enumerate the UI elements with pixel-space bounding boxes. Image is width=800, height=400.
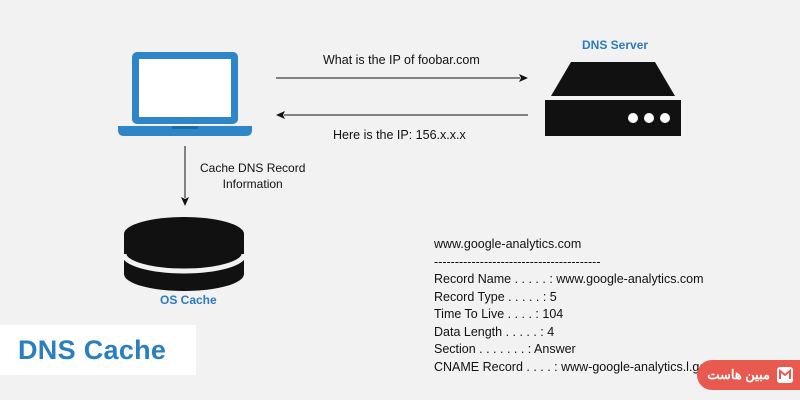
dns-record-block: www.google-analytics.com ---------------…: [434, 236, 757, 376]
database-icon: [122, 217, 246, 291]
brand-badge: مبین هاست: [697, 360, 800, 390]
server-icon: [545, 62, 681, 136]
response-message: Here is the IP: 156.x.x.x: [333, 128, 466, 142]
cache-caption: Cache DNS Record Information: [200, 160, 305, 192]
record-host: www.google-analytics.com: [434, 237, 582, 251]
record-line: Record Type . . . . . : 5: [434, 289, 557, 304]
cache-caption-line1: Cache DNS Record: [200, 161, 306, 175]
arrow-down-icon: [181, 146, 189, 206]
dns-server-label: DNS Server: [582, 38, 649, 52]
brand-text: مبین هاست: [707, 367, 770, 382]
record-line: Data Length . . . . . : 4: [434, 324, 555, 339]
cache-caption-line2: Information: [222, 177, 283, 191]
title-banner: DNS Cache: [0, 325, 196, 375]
os-cache-label: OS Cache: [160, 293, 217, 307]
record-line: Record Name . . . . . : www.google-analy…: [434, 272, 704, 286]
record-separator: ----------------------------------------: [434, 254, 601, 269]
laptop-icon: [118, 52, 252, 136]
record-line: Time To Live . . . . : 104: [434, 307, 564, 321]
request-message: What is the IP of foobar.com: [323, 53, 480, 67]
arrow-right-icon: [276, 74, 528, 82]
record-line: Section . . . . . . . : Answer: [434, 342, 576, 356]
brand-logo-icon: [777, 367, 793, 383]
arrow-left-icon: [276, 111, 528, 119]
page-title: DNS Cache: [18, 334, 167, 365]
record-line: CNAME Record . . . . : www-google-analyt…: [434, 359, 758, 374]
